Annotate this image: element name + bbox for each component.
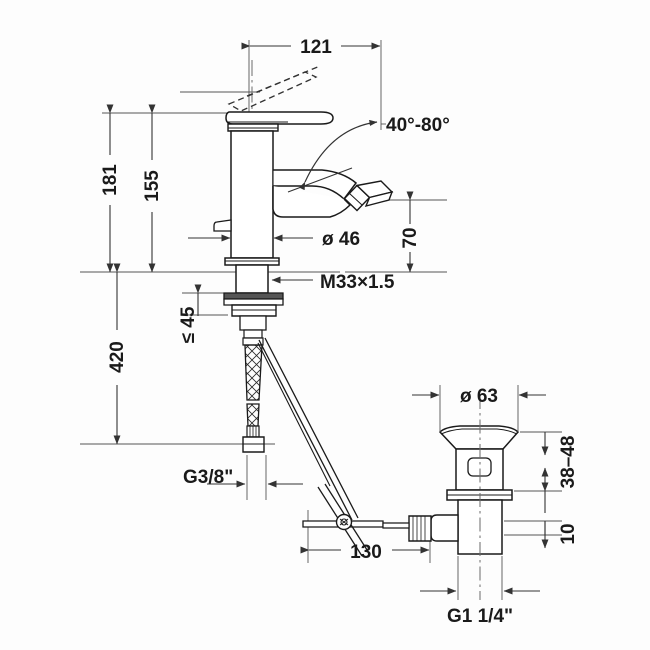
dim-label-10: 10 bbox=[558, 523, 579, 544]
dim-label-g114: G1 1/4" bbox=[447, 606, 513, 627]
dim-label-130: 130 bbox=[350, 542, 382, 563]
dim-label-45: ≤ 45 bbox=[178, 306, 199, 343]
lever-handle bbox=[225, 111, 334, 132]
dim-label-angle: 40°-80° bbox=[386, 115, 450, 136]
dim-label-121: 121 bbox=[300, 37, 332, 58]
dim-label-g38: G3/8" bbox=[183, 467, 233, 488]
spout-angle-arc bbox=[287, 119, 378, 193]
lever-raised-outline bbox=[227, 65, 321, 112]
dim-label-70: 70 bbox=[400, 227, 421, 248]
faucet-body bbox=[213, 130, 274, 259]
dim-label-155: 155 bbox=[142, 170, 163, 202]
faucet-base-flange bbox=[223, 257, 284, 339]
dim-label-d63: ø 63 bbox=[460, 386, 498, 407]
popup-waste-drain bbox=[382, 425, 520, 555]
dim-label-420: 420 bbox=[107, 341, 128, 373]
supply-hose bbox=[242, 337, 265, 453]
pull-rod-assembly bbox=[257, 337, 384, 557]
faucet-spout bbox=[272, 169, 394, 218]
dim-label-181: 181 bbox=[100, 164, 121, 196]
dim-label-m33: M33×1.5 bbox=[320, 272, 395, 293]
dim-label-3848: 38–48 bbox=[558, 436, 579, 489]
dim-label-d46: ø 46 bbox=[322, 229, 360, 250]
